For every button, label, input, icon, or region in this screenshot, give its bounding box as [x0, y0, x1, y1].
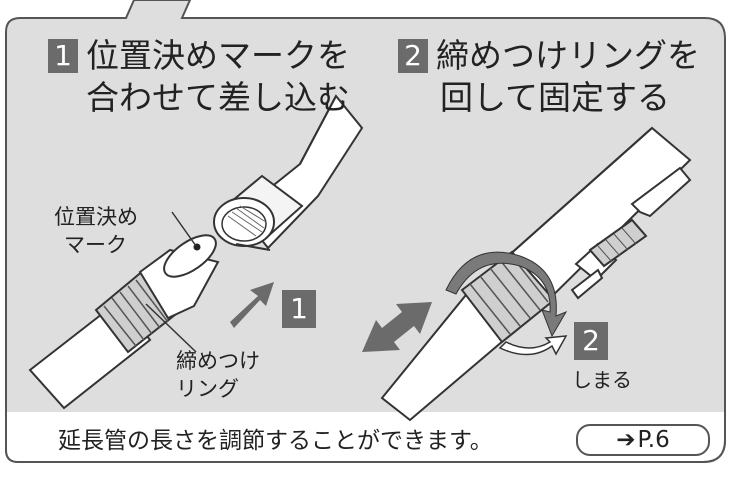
page-reference-text: P.6 — [637, 427, 670, 453]
mark-label-line1: 位置決め — [54, 205, 138, 229]
lower-tube-icon — [28, 234, 220, 410]
slide-clip-icon — [570, 166, 692, 300]
slide-arrow-icon — [362, 302, 432, 352]
page-reference-link[interactable]: ➔P.6 — [576, 424, 710, 456]
push-arrow-icon — [230, 282, 274, 328]
arrow-right-icon: ➔ — [616, 427, 636, 453]
step2-title-line2: 回して固定する — [440, 78, 671, 117]
step1-title-line2: 合わせて差し込む — [86, 78, 350, 117]
tighten-direction-icon — [498, 335, 568, 356]
step2-arrow-badge: 2 — [574, 322, 608, 360]
step2-illustration — [362, 126, 692, 422]
footer-note: 延長管の長さを調節することができます。 — [58, 428, 493, 454]
step1-illustration — [28, 94, 364, 410]
step2-title-line1: 締めつけリングを — [436, 36, 700, 75]
step1-arrow-badge: 1 — [282, 290, 316, 328]
upper-tube-icon — [213, 94, 364, 251]
ring-label-line2: リング — [176, 377, 239, 401]
tighten-label: しまる — [572, 368, 632, 392]
step2-number-badge: 2 — [398, 39, 428, 73]
step1-title-line1: 位置決めマークを — [86, 36, 350, 75]
mark-label-line2: マーク — [64, 233, 127, 257]
step1-number-badge: 1 — [48, 39, 78, 73]
ring-label-line1: 締めつけ — [176, 349, 260, 373]
rotation-arrow-icon — [445, 251, 568, 338]
